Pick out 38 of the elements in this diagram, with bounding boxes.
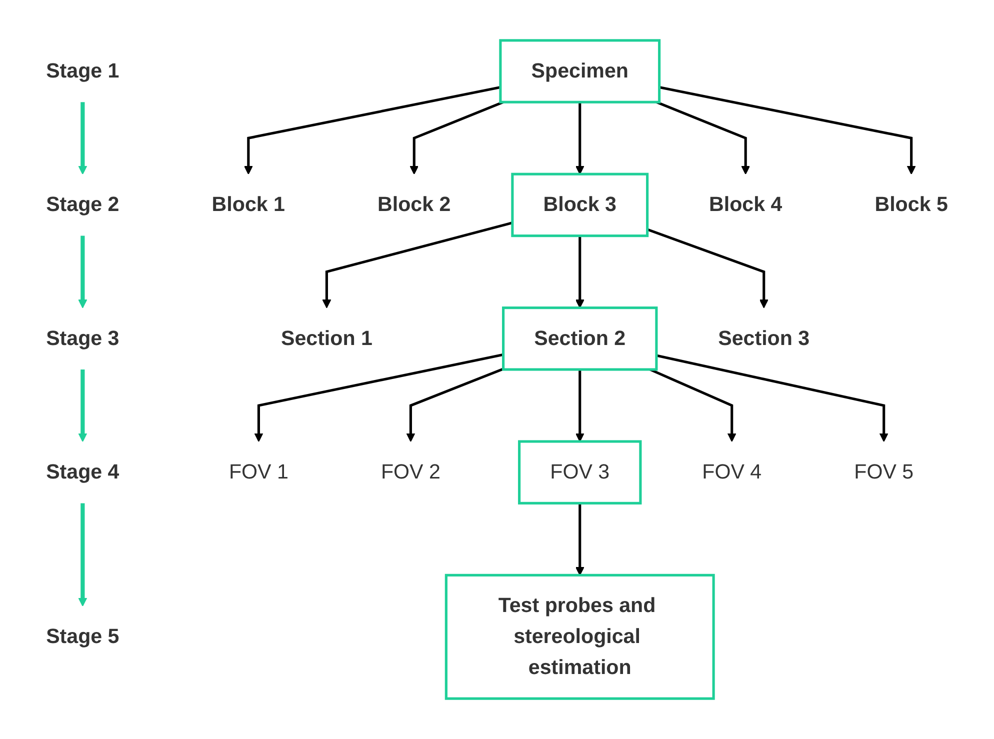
arrow	[406, 368, 504, 442]
node-text: Section 1	[280, 327, 372, 350]
arrow	[322, 222, 513, 308]
arrow	[650, 368, 736, 442]
node-text: Stage 3	[46, 327, 120, 350]
arrow	[646, 228, 768, 308]
node-text: Stage 5	[46, 626, 120, 648]
node-text: Section 3	[718, 327, 810, 350]
node-box: FOV 3	[518, 440, 642, 504]
node-box: Section 2	[502, 306, 658, 371]
arrow	[656, 354, 888, 442]
node-box: Specimen	[499, 39, 661, 104]
arrow	[575, 503, 584, 576]
node-text: FOV 4	[702, 461, 762, 484]
node-text: FOV 5	[854, 461, 914, 484]
arrow	[575, 236, 584, 308]
arrow	[78, 503, 88, 606]
arrow	[575, 370, 584, 442]
node-text: Block 2	[378, 194, 451, 216]
arrow	[575, 102, 584, 175]
arrow	[78, 102, 88, 175]
arrow	[78, 370, 88, 442]
node-text: Stage 1	[46, 60, 120, 83]
arrow	[254, 353, 504, 442]
arrow	[244, 86, 501, 175]
node-text: Block 5	[874, 194, 948, 216]
node-text: Block 1	[212, 194, 285, 216]
arrow	[78, 236, 88, 308]
node-text: Stage 2	[46, 194, 120, 216]
node-text: FOV 2	[380, 461, 440, 484]
node-box: Test probes and stereological estimation	[444, 574, 715, 700]
arrow	[659, 86, 916, 175]
node-box: Block 3	[511, 172, 649, 238]
node-text: Stage 4	[46, 461, 120, 484]
arrow	[410, 100, 504, 175]
arrow	[656, 100, 750, 175]
node-text: Block 4	[709, 194, 782, 216]
node-text: FOV 1	[228, 461, 288, 484]
